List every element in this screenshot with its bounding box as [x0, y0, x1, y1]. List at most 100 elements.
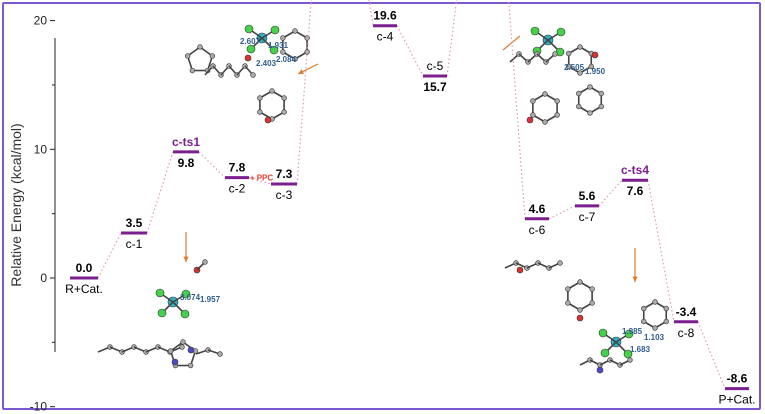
arrow-ts2-head: [298, 69, 304, 74]
arrow-ts4-head: [632, 276, 638, 282]
y-tick-label: 20: [34, 14, 48, 28]
connector-c-7-to-c-ts4: [598, 179, 623, 207]
carbon-atom: [530, 98, 536, 104]
chlorine-atom: [623, 349, 633, 359]
connector-c-ts3-to-c-6: [508, 0, 526, 219]
name-label-c-3: c-3: [276, 188, 293, 202]
carbon-atom: [292, 56, 298, 62]
carbon-atom: [281, 95, 287, 101]
bond-distance-label: 1.957: [200, 295, 221, 304]
carbon-atom: [280, 35, 286, 41]
carbon-atom: [187, 362, 194, 369]
carbon-atom: [627, 357, 633, 363]
carbon-atom: [217, 351, 223, 357]
chlorine-atom: [530, 26, 540, 36]
chlorine-atom: [600, 348, 610, 358]
value-label-p-cat: -8.6: [727, 372, 748, 386]
carbon-atom: [257, 109, 263, 115]
carbon-atom: [588, 63, 594, 70]
y-axis-title: Relative Energy (kcal/mol): [8, 123, 24, 286]
nitrogen-atom: [187, 346, 195, 354]
carbon-atom: [577, 307, 583, 313]
carbon-atom: [292, 28, 298, 34]
nitrogen-atom: [171, 358, 179, 366]
carbon-atom: [202, 259, 208, 265]
connector-c-ts4-to-c-8: [647, 180, 675, 322]
connector-c-8-to-p-cat: [697, 321, 726, 389]
value-label-r-cat: 0.0: [76, 261, 93, 275]
level-labels: 0.0R+Cat.3.5c-19.8c-ts17.8c-27.3c-332.4c…: [65, 9, 755, 407]
carbon-atom: [577, 70, 583, 76]
chlorine-atom: [155, 288, 165, 298]
carbon-atom: [566, 50, 572, 57]
value-label-c-ts1: 9.8: [178, 156, 195, 170]
carbon-atom: [652, 299, 658, 305]
connector-c-5-to-c-ts3: [446, 0, 458, 77]
bond-distance-label: 2.084: [276, 55, 297, 64]
carbon-atom: [554, 98, 560, 104]
value-label-c-8: -3.4: [676, 305, 697, 319]
carbon-atom: [552, 51, 558, 57]
energy-levels: [70, 24, 749, 391]
carbon-atom: [280, 49, 286, 55]
y-tick-label: 0: [40, 271, 47, 285]
carbon-atom: [542, 119, 548, 125]
carbon-atom: [179, 344, 185, 350]
carbon-atom: [589, 300, 595, 306]
value-label-c-5: 15.7: [423, 80, 447, 94]
figure-frame: [2, 2, 761, 410]
carbon-atom: [554, 112, 560, 118]
bond-distance-label: 1.950: [585, 67, 606, 76]
oxygen-atom: [516, 266, 524, 274]
carbon-atom: [530, 112, 536, 118]
carbon-atom: [576, 103, 582, 110]
name-label-c-8: c-8: [678, 326, 695, 340]
bond-distance-label: 1.931: [268, 41, 289, 50]
connector-c-3-to-c-ts2: [296, 0, 312, 185]
carbon-atom: [184, 53, 191, 59]
name-label-c-2: c-2: [229, 182, 246, 196]
carbon-atom: [587, 110, 593, 116]
carbon-atom: [281, 109, 287, 115]
carbon-atom: [189, 67, 196, 74]
ppc-annotation: + PPC: [250, 173, 274, 182]
name-label-r-cat: R+Cat.: [65, 282, 103, 296]
chlorine-atom: [181, 289, 191, 299]
y-tick-label: 10: [34, 142, 48, 156]
connector-c-6-to-c-7: [548, 205, 576, 220]
carbon-atom: [209, 53, 216, 59]
carbon-atom: [565, 286, 571, 292]
name-label-c-ts1: c-ts1: [172, 135, 200, 149]
carbon-atom: [663, 318, 669, 325]
carbon-atom: [577, 44, 583, 50]
bond-distance-label: 1.103: [644, 333, 665, 342]
bond-distance-label: 1.683: [630, 345, 651, 354]
carbon-atom: [641, 318, 647, 325]
carbon-atom: [577, 279, 583, 285]
chlorine-atom: [180, 309, 190, 319]
connector-r-cat-to-c-1: [97, 232, 122, 279]
chlorine-atom: [270, 25, 280, 35]
name-label-c-4: c-4: [377, 30, 394, 44]
carbon-atom: [180, 339, 186, 345]
connector-c-1-to-c-ts1: [146, 151, 174, 234]
oxygen-atom: [244, 54, 252, 62]
bond-distance-label: 2.505: [564, 63, 585, 72]
chlorine-atom: [157, 308, 167, 318]
carbon-atom: [587, 84, 593, 90]
name-label-c-1: c-1: [126, 237, 143, 251]
carbon-atom: [250, 72, 256, 78]
chlorine-atom: [269, 45, 279, 55]
carbon-atom: [641, 305, 647, 312]
chlorine-atom: [556, 27, 566, 37]
value-label-c-3: 7.3: [276, 167, 293, 181]
bond-distance-label: 2.607: [240, 37, 261, 46]
carbon-atom: [576, 90, 582, 97]
carbon-atom: [167, 348, 174, 354]
arrow-ts1-head: [183, 256, 189, 262]
carbon-atom: [269, 88, 275, 94]
carbon-atom: [197, 44, 203, 50]
name-label-p-cat: P+Cat.: [718, 393, 755, 407]
value-label-c-7: 5.6: [579, 189, 596, 203]
